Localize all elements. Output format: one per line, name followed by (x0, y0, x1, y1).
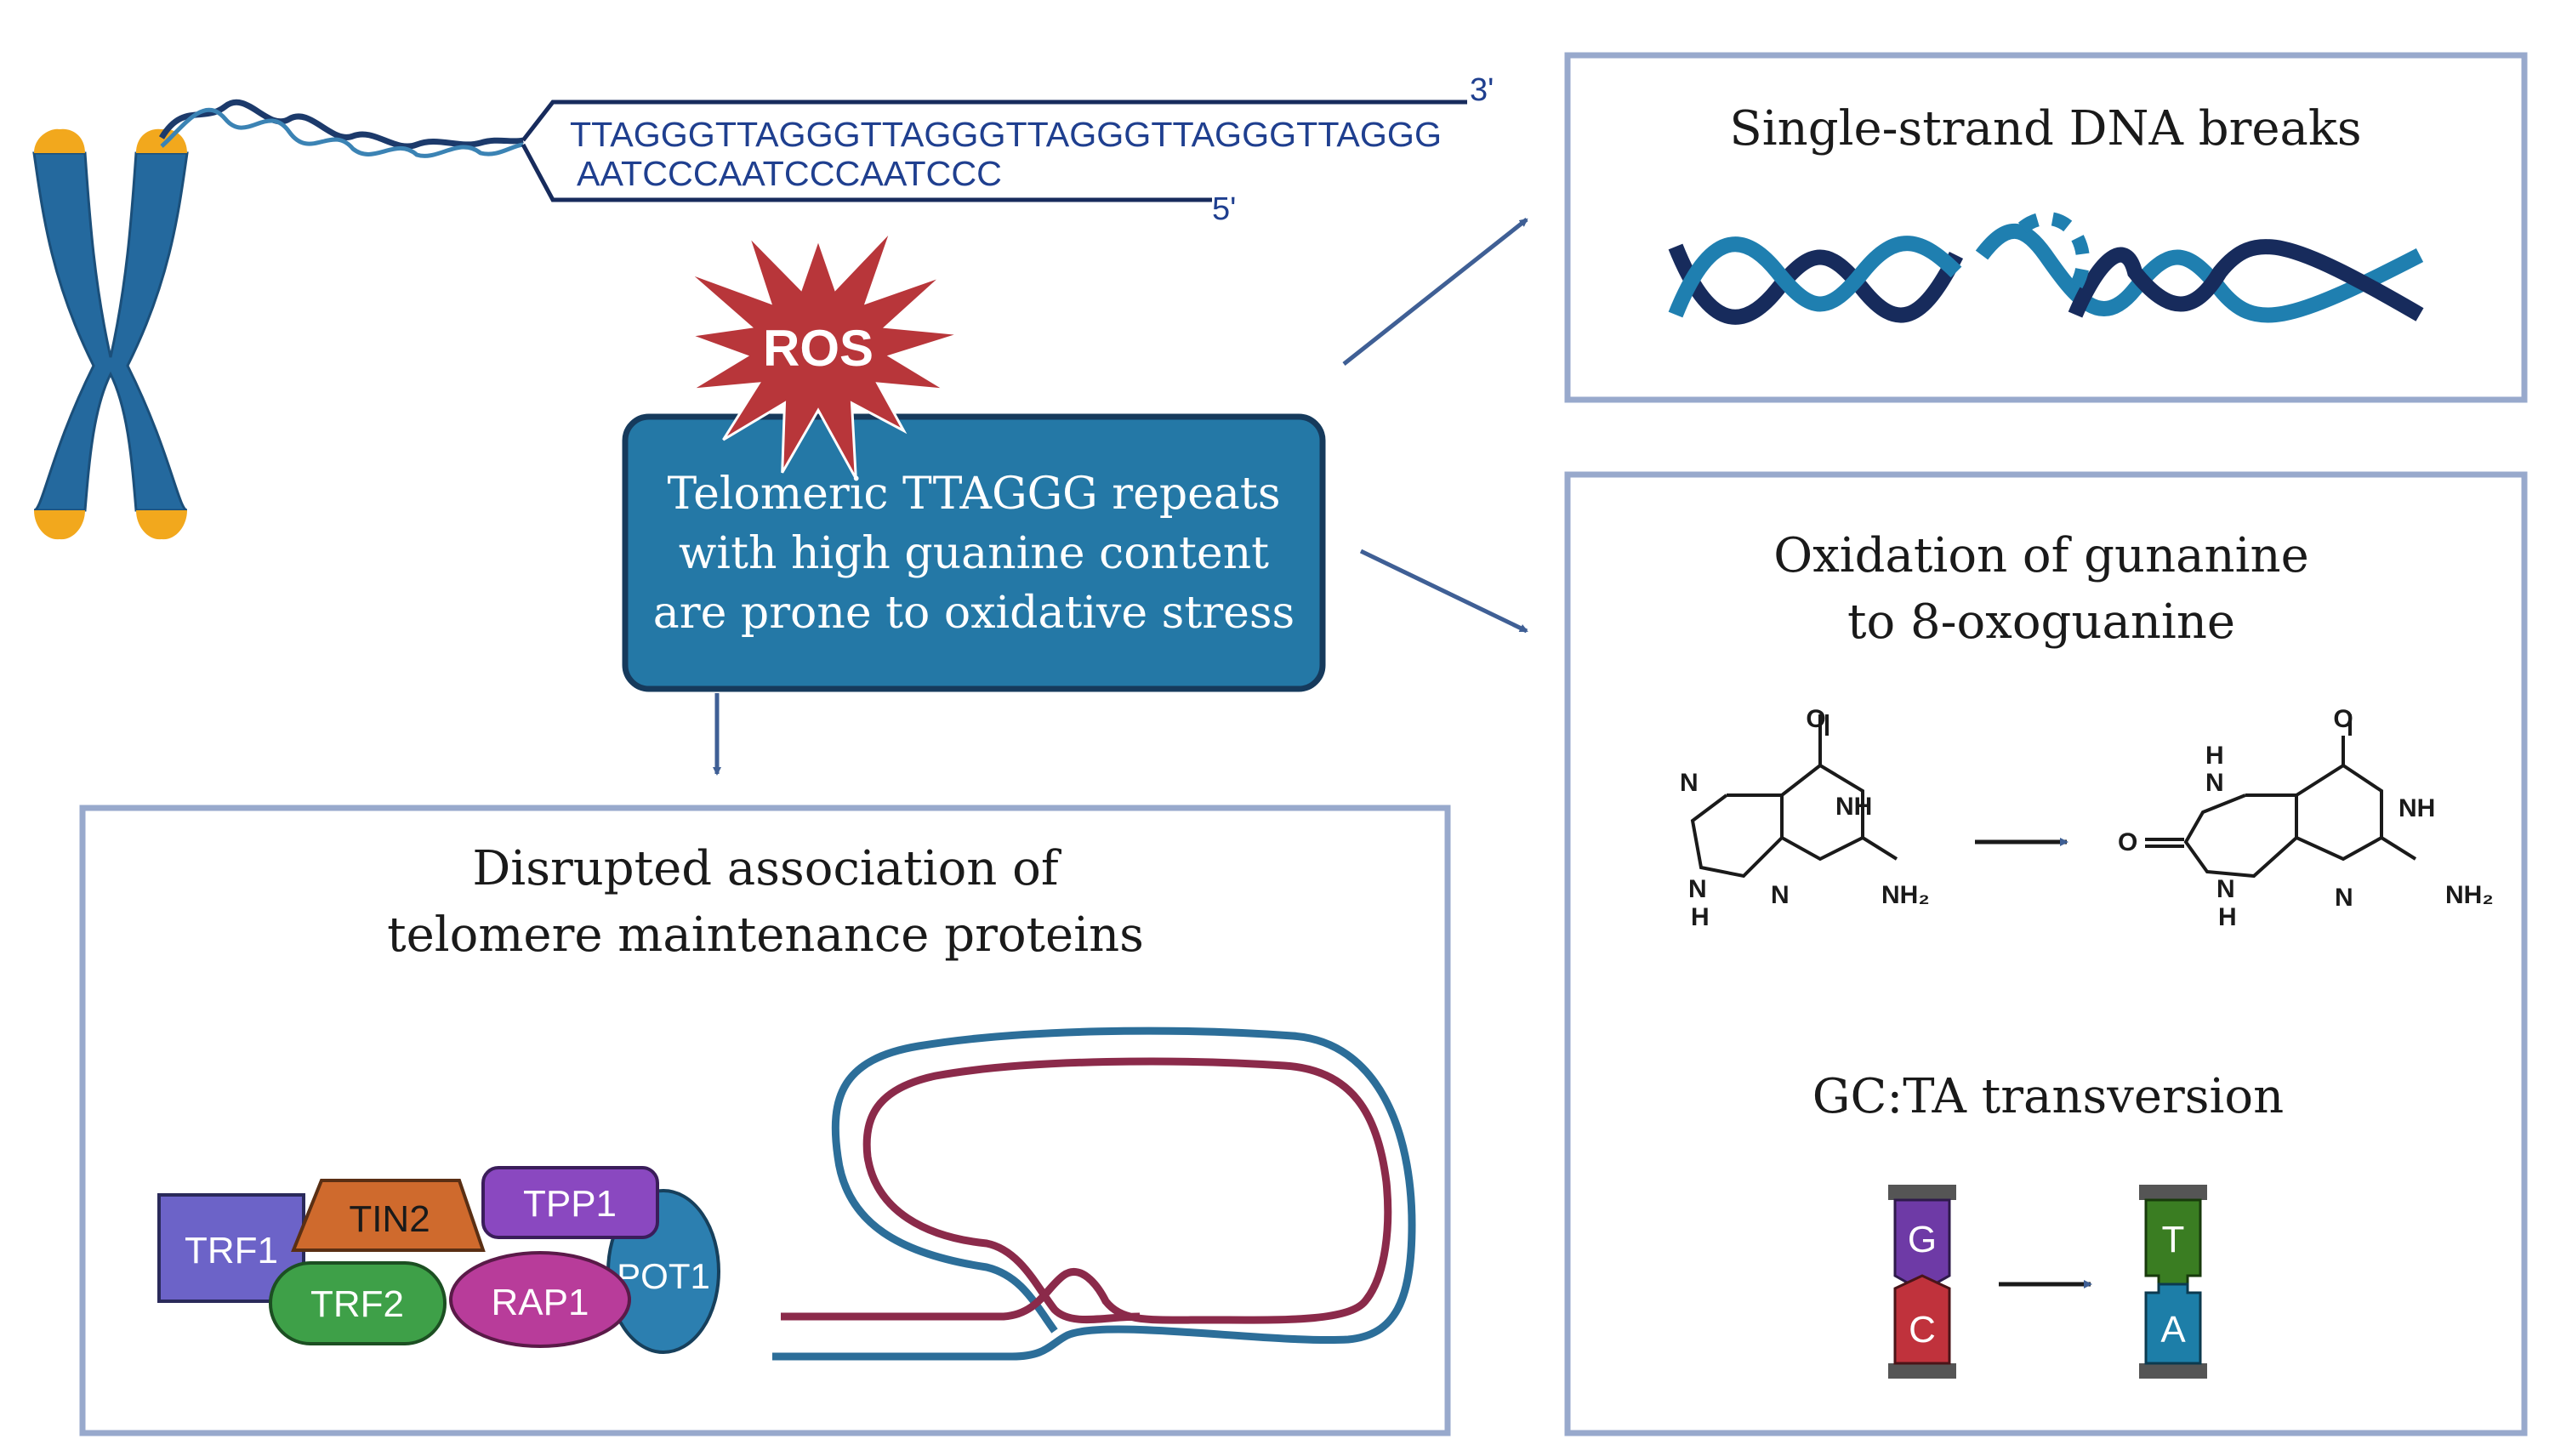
base-pair-gc-icon: G C (1888, 1185, 1956, 1379)
guanine-n7: N (1680, 769, 1699, 797)
guanine-nh2: NH₂ (1881, 881, 1930, 909)
trf2-label: TRF2 (310, 1283, 404, 1325)
t-loop-outer-strand (772, 1027, 1416, 1361)
guanine-nh: NH (1835, 793, 1872, 821)
panel-proteins-title-line-1: Disrupted association of (472, 841, 1061, 896)
base-a-block (2144, 1283, 2202, 1365)
oxoguanine-n7: N (2205, 769, 2224, 797)
ros-starburst: ROS (687, 229, 961, 480)
panel-single-strand-breaks (1564, 52, 2528, 403)
base-t-label: T (2162, 1219, 2185, 1260)
shelterin-complex-icon: TRF1 POT1 TIN2 TPP1 TRF2 RAP1 (157, 1166, 720, 1354)
oxoguanine-n7-h: H (2205, 742, 2224, 770)
oxoguanine-o8: O (2118, 828, 2137, 856)
guanine-n3: N (1771, 881, 1790, 909)
trf1-label: TRF1 (185, 1230, 278, 1271)
telomere-strand-left (158, 99, 524, 150)
pot1-label: POT1 (617, 1256, 710, 1296)
bottom-strand-line (521, 143, 1212, 202)
t-loop-inner-strand (781, 1057, 1392, 1324)
base-c-block (1893, 1274, 1951, 1365)
panel-proteins-title-line-2: telomere maintenance proteins (387, 907, 1144, 963)
oxoguanine-atom-labels: O H N NH O N H N NH₂ (2118, 705, 2494, 931)
top-strand-sequence: TTAGGGTTAGGGTTAGGGTTAGGGTTAGGGTTAGGG (570, 115, 1442, 154)
telomere-strand-right (160, 107, 524, 158)
transversion-title: GC:TA transversion (1812, 1069, 2284, 1124)
tin2-label: TIN2 (349, 1198, 430, 1240)
tpp1-block (481, 1166, 659, 1239)
bottom-strand-sequence: AATCCCAATCCCAATCCC (577, 154, 1002, 193)
guanine-structure-icon (1690, 714, 1898, 879)
center-line-1: Telomeric TTAGGG repeats (667, 469, 1280, 520)
guanine-n9: N (1688, 875, 1707, 903)
ros-star-shape (687, 229, 961, 480)
rap1-block (449, 1251, 631, 1348)
panel-oxidation-title-line-1: Oxidation of gunanine (1773, 528, 2308, 583)
trf2-block (269, 1261, 447, 1345)
base-a-label: A (2160, 1309, 2186, 1351)
center-line-2: with high guanine content (679, 528, 1269, 579)
base-g-label: G (1908, 1219, 1937, 1260)
arrow-to-breaks (1342, 218, 1528, 366)
strand-break-dashes (2017, 211, 2091, 298)
tin2-block (291, 1179, 486, 1252)
oxoguanine-n9-h: H (2218, 903, 2237, 931)
panel-guanine-oxidation (1564, 471, 2528, 1436)
telomere-sequence: TTAGGGTTAGGGTTAGGGTTAGGGTTAGGGTTAGGG AAT… (521, 72, 1494, 227)
ros-label: ROS (763, 320, 873, 377)
center-statement-box (622, 413, 1326, 692)
base-pair-ta-icon: T A (2139, 1185, 2207, 1379)
rap1-label: RAP1 (492, 1282, 589, 1323)
base-c-label: C (1909, 1309, 1936, 1351)
oxoguanine-n9: N (2216, 875, 2235, 903)
oxoguanine-nh: NH (2399, 794, 2435, 822)
panel-oxidation-title-line-2: to 8-oxoguanine (1847, 594, 2235, 650)
center-line-3: are prone to oxidative stress (653, 588, 1295, 639)
guanine-n9-h: H (1691, 903, 1710, 931)
oxoguanine-nh2: NH₂ (2445, 881, 2494, 909)
chromosome-icon (32, 99, 524, 540)
oxoguanine-structure-icon (2145, 714, 2417, 879)
guanine-atom-labels: O N NH N H N NH₂ (1680, 705, 1930, 931)
tpp1-label: TPP1 (523, 1183, 617, 1225)
guanine-o: O (1806, 705, 1825, 733)
oxoguanine-n3: N (2335, 884, 2353, 912)
trf1-block (157, 1193, 305, 1303)
panel-breaks-title: Single-strand DNA breaks (1729, 101, 2361, 156)
arrow-to-oxidation (1359, 549, 1528, 634)
top-strand-line (521, 100, 1467, 142)
center-statement-text: Telomeric TTAGGG repeats with high guani… (653, 469, 1295, 639)
broken-dna-helix-icon (1668, 211, 2424, 325)
oxoguanine-o: O (2333, 705, 2353, 733)
five-prime-label: 5' (1212, 191, 1236, 227)
three-prime-label: 3' (1470, 72, 1494, 108)
t-loop-icon (772, 1027, 1416, 1361)
